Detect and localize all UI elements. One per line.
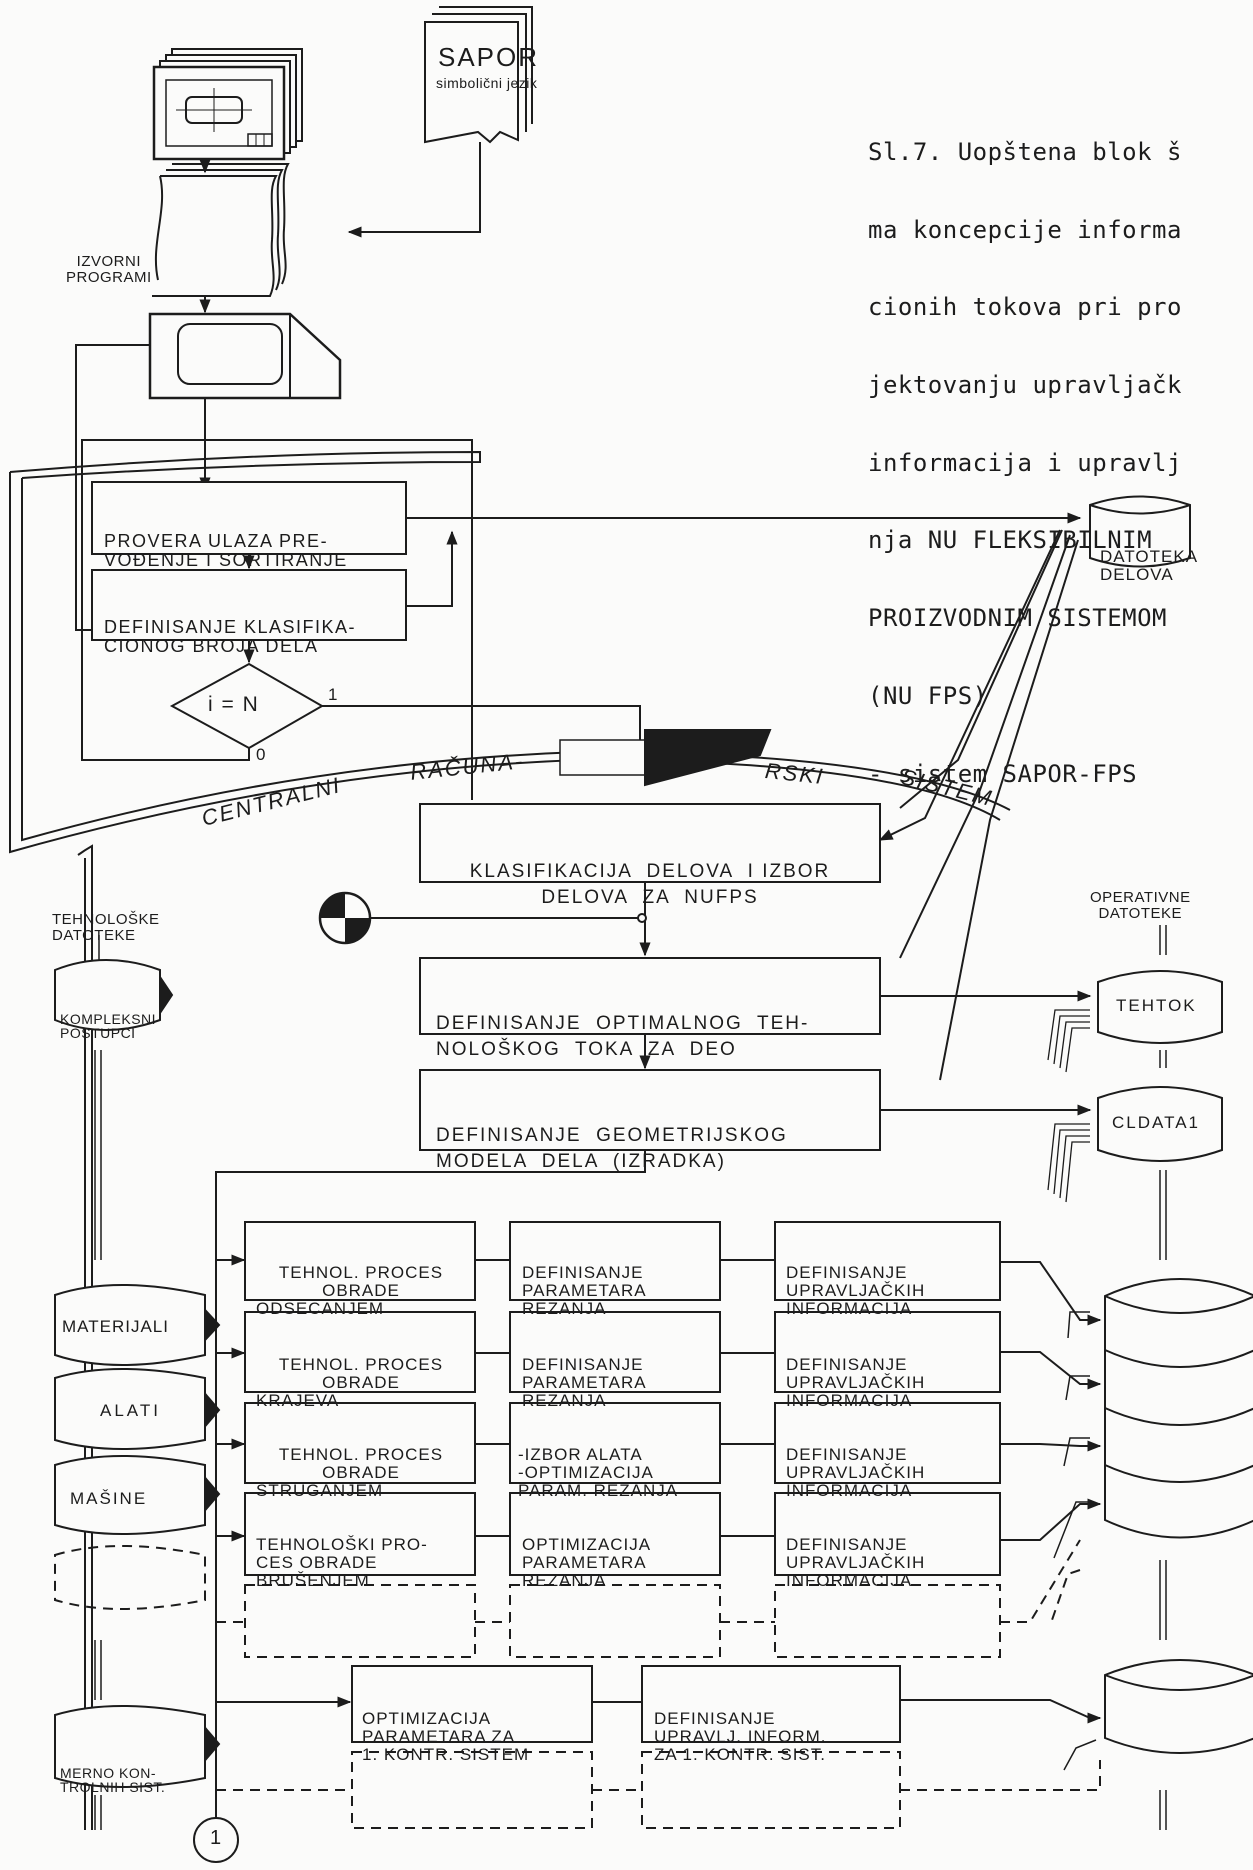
drawing-stack-icon xyxy=(152,48,303,161)
caption-line: jektovanju upravljačk xyxy=(868,370,1182,399)
merno-drum xyxy=(54,1705,221,1788)
placeholder-row xyxy=(216,1539,1081,1658)
cldata-label: CLDATA1 xyxy=(1112,1113,1201,1132)
terminal-icon xyxy=(148,312,342,400)
kompleksni-drum xyxy=(54,959,174,1031)
caption-line: nja NU FLEKSIBILNIM xyxy=(868,526,1153,555)
masine-label: MAŠINE xyxy=(70,1489,148,1508)
box-provera: PROVERA ULAZA PRE-VOĐENJE I SORTIRANJE xyxy=(104,531,348,571)
dashed-drum xyxy=(54,1545,206,1610)
datoteka-delova-drum xyxy=(1089,495,1191,568)
control-drum xyxy=(1104,1659,1253,1754)
caption-line: informacija i upravlj xyxy=(868,448,1182,477)
caption-line: (NU FPS) xyxy=(868,681,988,710)
merno-label: MERNO KON-TROLNIH SIST. xyxy=(60,1764,166,1796)
caption-line: PROIZVODNIM SISTEMOM xyxy=(868,604,1167,633)
flow-box-tehnoloski-tok: DEFINISANJE OPTIMALNOG TEH-NOLOŠKOG TOKA… xyxy=(436,1013,810,1061)
materijali-drum xyxy=(54,1284,221,1366)
masine-drum xyxy=(54,1455,221,1535)
box-klasifikacioni-broj: DEFINISANJE KLASIFIKA-CIONOG BROJA DELA xyxy=(104,617,357,657)
decision-i-equals-n: i = N xyxy=(208,693,260,716)
caption-line: ma koncepcije informa xyxy=(868,215,1182,244)
sapor-title: SAPOR xyxy=(438,42,540,72)
sapor-book-icon xyxy=(424,6,533,144)
cldata-drum xyxy=(1097,1086,1223,1162)
alati-label: ALATI xyxy=(100,1401,161,1420)
tehtok-label: TEHTOK xyxy=(1116,996,1197,1015)
sapor-subtitle: simbolični jezik xyxy=(436,75,538,91)
process-grid-lines xyxy=(216,1221,1102,1576)
caption-line: cionih tokova pri pro xyxy=(868,293,1182,322)
stacked-data-drum xyxy=(1104,1278,1253,1539)
materijali-label: MATERIJALI xyxy=(62,1317,169,1336)
decision-branch-1: 1 xyxy=(328,685,339,704)
source-programs-icon xyxy=(152,163,290,297)
alati-drum xyxy=(54,1368,221,1450)
decision-branch-0: 0 xyxy=(256,745,267,764)
caption-line: - sistem SAPOR-FPS xyxy=(868,759,1138,788)
connector-1-label: 1 xyxy=(210,1827,222,1849)
figure-caption: Sl.7. Uopštena blok š ma koncepcije info… xyxy=(868,88,1182,813)
caption-line: Sl.7. Uopštena blok š xyxy=(868,137,1182,166)
tehtok-drum xyxy=(1097,970,1223,1044)
